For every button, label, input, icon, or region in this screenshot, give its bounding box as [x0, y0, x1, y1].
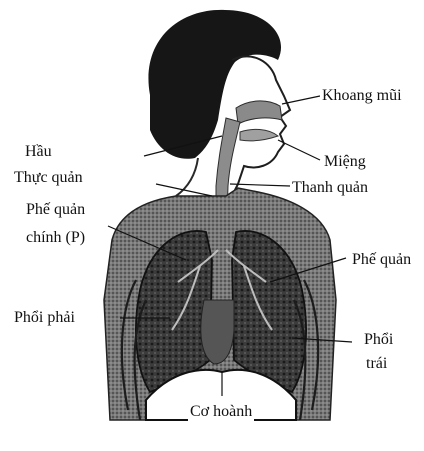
label-pharynx: Hầu	[23, 142, 54, 162]
face-outline	[232, 56, 290, 196]
label-main-bronchus-line1: Phế quản	[24, 200, 87, 220]
label-left-lung-line1: Phổi	[362, 330, 395, 350]
nasal-cavity	[236, 101, 282, 124]
label-mouth: Miệng	[322, 152, 368, 172]
label-main-bronchus-line2: chính (P)	[24, 228, 87, 248]
label-right-lung: Phổi phải	[12, 308, 77, 328]
label-larynx: Thanh quản	[290, 178, 370, 198]
mouth-cavity	[240, 129, 278, 140]
label-esophagus: Thực quản	[12, 168, 85, 188]
label-nasal-cavity: Khoang mũi	[320, 86, 404, 106]
label-bronchus: Phế quản	[350, 250, 413, 270]
label-diaphragm: Cơ hoành	[188, 402, 254, 422]
label-left-lung-line2: trái	[364, 354, 389, 374]
